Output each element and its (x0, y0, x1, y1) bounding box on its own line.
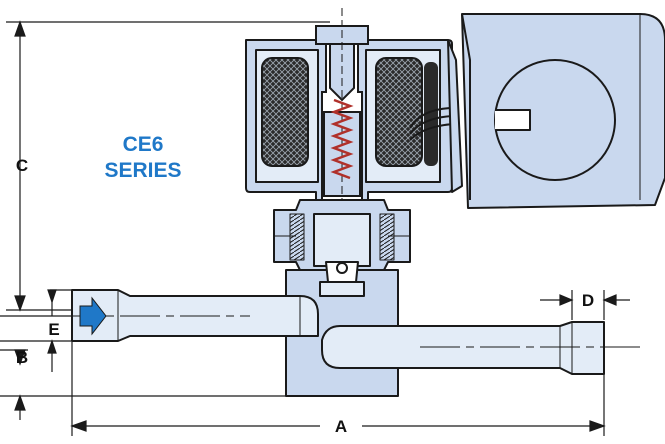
coil-shield (424, 62, 438, 166)
coil-lead-wires (409, 107, 455, 141)
dimension-lines (0, 20, 630, 436)
series-title-line2: SERIES (104, 159, 182, 182)
dimension-label-b: B (16, 348, 28, 367)
dimension-label-c: C (16, 156, 28, 175)
series-title-line1: CE6 (122, 133, 164, 156)
outlet-tube (321, 321, 640, 375)
dimension-label-a: A (335, 417, 347, 436)
inlet-tube (60, 289, 319, 342)
bonnet-nut (273, 199, 411, 271)
dimension-label-e: E (48, 320, 59, 339)
coil-winding-left (261, 57, 309, 167)
electrical-connector (447, 13, 665, 209)
flow-direction-arrow-icon (79, 296, 107, 336)
plunger-spring (330, 98, 354, 180)
dimension-label-d: D (582, 291, 594, 310)
coil-winding-right (375, 57, 423, 167)
